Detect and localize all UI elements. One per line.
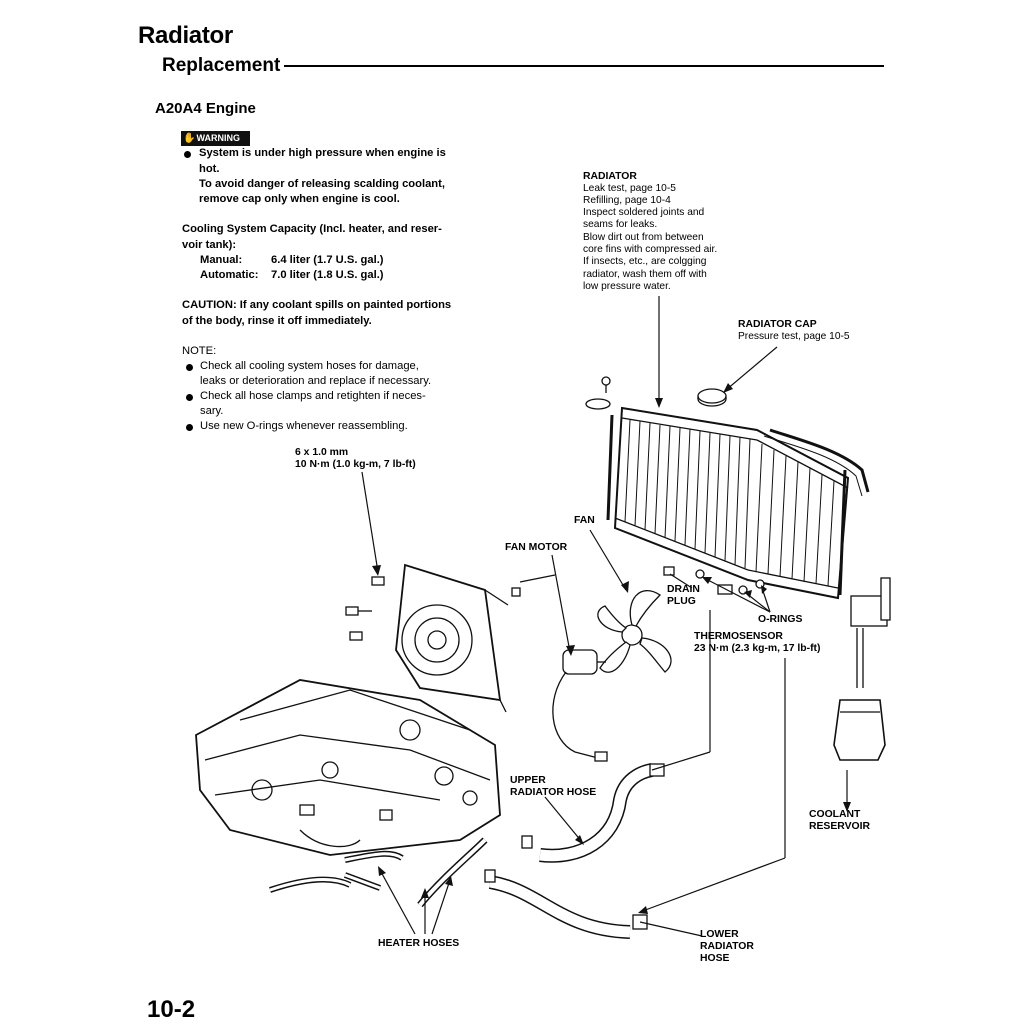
bolt-size-label: 6 x 1.0 mm (295, 447, 349, 458)
engine-heading: A20A4 Engine (155, 100, 256, 117)
fan-motor-icon (552, 649, 608, 762)
warning-line: System is under high pressure when engin… (199, 147, 446, 159)
upper-radiator-hose-icon (521, 763, 665, 863)
thermosensor-label: THERMOSENSOR (694, 631, 783, 642)
capacity-manual-label: Manual: (200, 254, 243, 266)
bullet-icon (186, 394, 193, 401)
lower-hose-label: RADIATOR (700, 941, 754, 952)
caution-line: of the body, rinse it off immediately. (182, 315, 372, 327)
radiator-cap-icon (697, 388, 727, 407)
coolant-reservoir-label: RESERVOIR (809, 821, 871, 832)
coolant-reservoir-label: COOLANT (809, 809, 861, 820)
upper-hose-label: UPPER (510, 775, 546, 786)
thermosensor-torque: 23 N·m (2.3 kg-m, 17 lb-ft) (694, 643, 821, 654)
lower-hose-label: LOWER (700, 929, 739, 940)
leader-arrowheads (372, 383, 851, 914)
radiator-note: Blow dirt out from between (583, 232, 704, 243)
radiator-cap-label: RADIATOR CAP (738, 319, 817, 330)
header-rule (284, 65, 884, 67)
caution-line: CAUTION: If any coolant spills on painte… (182, 299, 452, 311)
engine-block-icon (195, 679, 501, 856)
callout-leaders (361, 296, 848, 937)
o-rings-label: O-RINGS (758, 614, 803, 625)
fan-icon (597, 590, 672, 673)
capacity-heading-cont: voir tank): (182, 239, 237, 251)
warning-line: hot. (199, 163, 220, 175)
capacity-heading: Cooling System Capacity (Incl. heater, a… (182, 223, 442, 235)
bullet-icon (184, 151, 191, 158)
lower-radiator-hose-icon (484, 869, 648, 939)
upper-hose-label: RADIATOR HOSE (510, 787, 597, 798)
note-item: leaks or deterioration and replace if ne… (200, 375, 432, 387)
radiator-note: Refilling, page 10-4 (583, 195, 671, 206)
capacity-manual-value: 6.4 liter (1.7 U.S. gal.) (271, 254, 384, 266)
note-item: Check all cooling system hoses for damag… (200, 360, 419, 372)
radiator-core (606, 406, 850, 600)
warning-badge-label: WARNING (196, 133, 240, 143)
note-item: Check all hose clamps and retighten if n… (200, 390, 426, 402)
fan-label: FAN (574, 515, 595, 526)
radiator-note: core fins with compressed air. (583, 244, 718, 255)
warning-badge: ✋WARNING (181, 131, 250, 146)
page-title: Radiator (138, 22, 233, 49)
thermosensor-icon (663, 566, 765, 595)
section-subtitle: Replacement (162, 55, 281, 76)
bullet-icon (186, 364, 193, 371)
bolt-icon (345, 576, 521, 641)
coolant-reservoir-icon (833, 577, 891, 761)
page-number: 10-2 (147, 996, 196, 1023)
warning-line: remove cap only when engine is cool. (199, 193, 400, 205)
bullet-icon (186, 424, 193, 431)
radiator-note: radiator, wash them off with (583, 269, 707, 280)
note-heading: NOTE: (182, 345, 217, 357)
radiator-cap-note: Pressure test, page 10-5 (738, 331, 850, 342)
lower-hose-label: HOSE (700, 953, 730, 964)
heater-hoses-label: HEATER HOSES (378, 938, 460, 949)
capacity-automatic-label: Automatic: (200, 269, 259, 281)
radiator-label: RADIATOR (583, 171, 637, 182)
warning-hand-icon: ✋ (183, 133, 196, 144)
radiator-note: Inspect soldered joints and (583, 207, 705, 218)
radiator-note: low pressure water. (583, 281, 671, 292)
radiator-note: seams for leaks. (583, 219, 658, 230)
capacity-automatic-value: 7.0 liter (1.8 U.S. gal.) (271, 269, 384, 281)
radiator-note: If insects, etc., are colgging (583, 256, 707, 267)
bolt-torque-label: 10 N·m (1.0 kg-m, 7 lb-ft) (295, 459, 416, 470)
drain-plug-label: PLUG (667, 596, 696, 607)
fan-shroud-icon (395, 563, 509, 713)
note-item: Use new O-rings whenever reassembling. (200, 420, 408, 432)
warning-line: To avoid danger of releasing scalding co… (199, 178, 445, 190)
fan-motor-label: FAN MOTOR (505, 542, 568, 553)
mounting-bracket-icon (585, 376, 611, 410)
drain-plug-label: DRAIN (667, 584, 700, 595)
note-item: sary. (200, 405, 224, 417)
radiator-note: Leak test, page 10-5 (583, 183, 676, 194)
